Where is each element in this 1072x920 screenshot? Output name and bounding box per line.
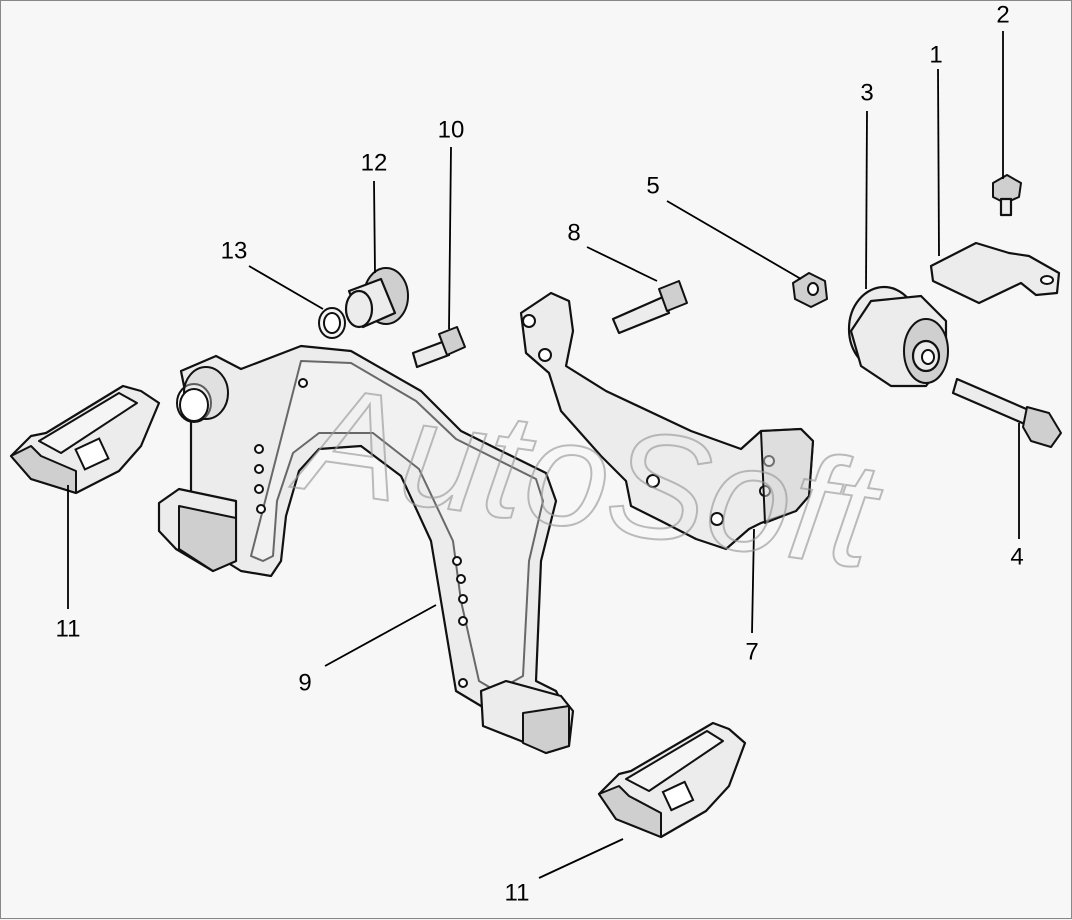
part-2-bolt [992, 174, 1022, 217]
callout-11-upper: 11 [56, 615, 81, 642]
leader-lines [67, 31, 1020, 879]
part-5-nut [792, 272, 828, 308]
part-4-bolt [951, 377, 1062, 448]
callout-8: 8 [567, 219, 580, 246]
callout-13: 13 [221, 237, 248, 264]
part-7-bracket [519, 291, 815, 551]
part-10-bolt [411, 326, 466, 369]
part-8-bolt [611, 280, 688, 335]
callout-5: 5 [646, 172, 659, 199]
part-12-plug [344, 267, 409, 329]
callout-3: 3 [860, 79, 873, 106]
callout-4: 4 [1010, 543, 1023, 570]
part-1-plate [929, 241, 1061, 305]
callout-10: 10 [438, 116, 465, 143]
callout-12: 12 [361, 149, 388, 176]
callout-7: 7 [745, 638, 758, 665]
part-13-o-ring [318, 307, 346, 339]
callout-2: 2 [996, 1, 1009, 28]
part-9-bracket [157, 344, 575, 755]
part-3-rubber-mount [847, 285, 949, 388]
callout-labels: 1 2 3 4 5 7 8 9 10 11 11 12 13 [56, 1, 1024, 906]
callout-9: 9 [298, 669, 311, 696]
callout-11-lower: 11 [505, 879, 530, 906]
part-11-block-upper [9, 384, 161, 495]
part-11-block-lower [597, 721, 747, 839]
callout-1: 1 [929, 41, 942, 68]
